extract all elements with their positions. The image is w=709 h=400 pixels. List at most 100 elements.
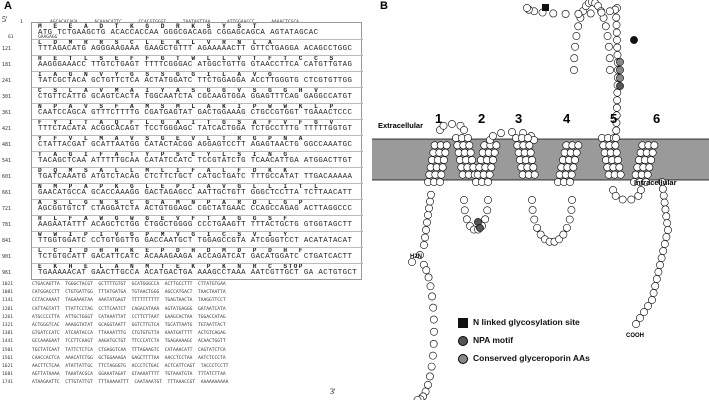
row-number: 901 [2,254,12,260]
residue-bead [570,66,578,74]
residue-bead [508,128,516,136]
legend-swatch-glycosylation [458,318,468,328]
residue-bead [528,156,536,164]
residue-bead [640,308,648,316]
coding-row: 661 N M P A P K G L E P I A V G L L I T L… [2,183,363,199]
residue-bead [427,362,436,371]
row-number: 841 [2,238,12,244]
residue-bead [612,28,621,37]
row-divider [32,103,363,104]
residue-bead [572,148,581,157]
nucleotide-row: TCTGTGCATT GACATTCATC ACAAAGAAGA ACCAGAT… [38,253,353,261]
residue-bead [425,204,433,213]
helix-number: 4 [563,111,571,126]
residue-bead [569,163,578,172]
residue-bead [648,148,657,157]
residue-bead [565,215,574,224]
nucleotide-row: TGAAAAACAT GAACTTGCCA ACATGACTGA AAAGCCT… [38,269,358,277]
row-divider [32,263,363,264]
residue-bead [563,223,571,232]
row-number: 481 [2,142,12,148]
residue-bead [485,170,494,179]
residue-bead [424,380,432,389]
residue-bead [421,233,429,242]
residue-bead [615,163,624,172]
residue-bead [549,9,558,18]
legend-swatch-npa [458,336,468,346]
residue-bead [644,302,652,310]
residue-bead [484,196,492,204]
row-number: 661 [2,190,12,196]
extracellular-label: Extracellular [378,121,424,130]
residue-bead [497,129,505,137]
intracellular-label: Intracellular [634,178,677,187]
residue-bead [528,206,537,214]
residue-bead [611,141,620,150]
residue-bead [468,156,476,164]
row-divider [32,119,363,120]
amino-acid-row: A S L G N S C G A M N P A R D L G P [38,199,304,206]
residue-bead [422,226,430,234]
amino-acid-row: I A G N V Y G S S G G I L A V G [38,71,274,78]
residue-bead [660,198,669,207]
residue-bead [662,233,671,241]
residue-bead [618,195,627,204]
helix-number: 2 [478,111,486,126]
row-number: 721 [2,206,12,212]
amino-acid-row: N M P A P K G L E P I A V G L L I T L [38,183,320,190]
residue-bead [659,247,668,255]
row-divider [32,231,363,232]
residue-bead [661,205,670,214]
residue-bead [525,141,534,150]
residue-bead [612,21,621,29]
residue-bead [637,186,645,194]
residue-bead [460,206,469,215]
residue-bead [642,178,650,186]
residue-bead [490,148,499,157]
residue-bead [616,170,625,179]
residue-bead [648,296,656,304]
residue-bead [597,8,606,17]
residue-bead [492,141,501,150]
residue-bead [605,42,613,51]
nucleotide-row: TATCGCTACA GCTGTTCTCA ACTATGGATC TTCTGGA… [38,77,353,85]
residue-bead [601,22,610,31]
row-number: 241 [2,78,12,84]
residue-bead [663,219,672,228]
residue-bead [441,148,450,157]
residue-bead [530,170,539,179]
residue-bead [426,282,435,291]
residue-bead [530,215,539,224]
residue-bead [462,215,471,224]
residue-bead [439,121,448,130]
legend-glycosylation: N linked glycosylation site [473,317,580,327]
residue-bead [606,66,614,74]
residue-bead [612,111,621,120]
residue-bead [574,22,583,31]
residue-bead [613,88,622,97]
row-divider [32,183,363,184]
row-number: 361 [2,110,12,116]
membrane-band [372,139,709,180]
residue-bead [636,314,644,322]
residue-bead [489,156,497,164]
residue-bead [483,206,492,215]
residue-bead [529,163,538,172]
residue-bead [423,218,431,227]
residue-bead [612,148,621,157]
n-terminus-label: H2N [410,254,423,260]
